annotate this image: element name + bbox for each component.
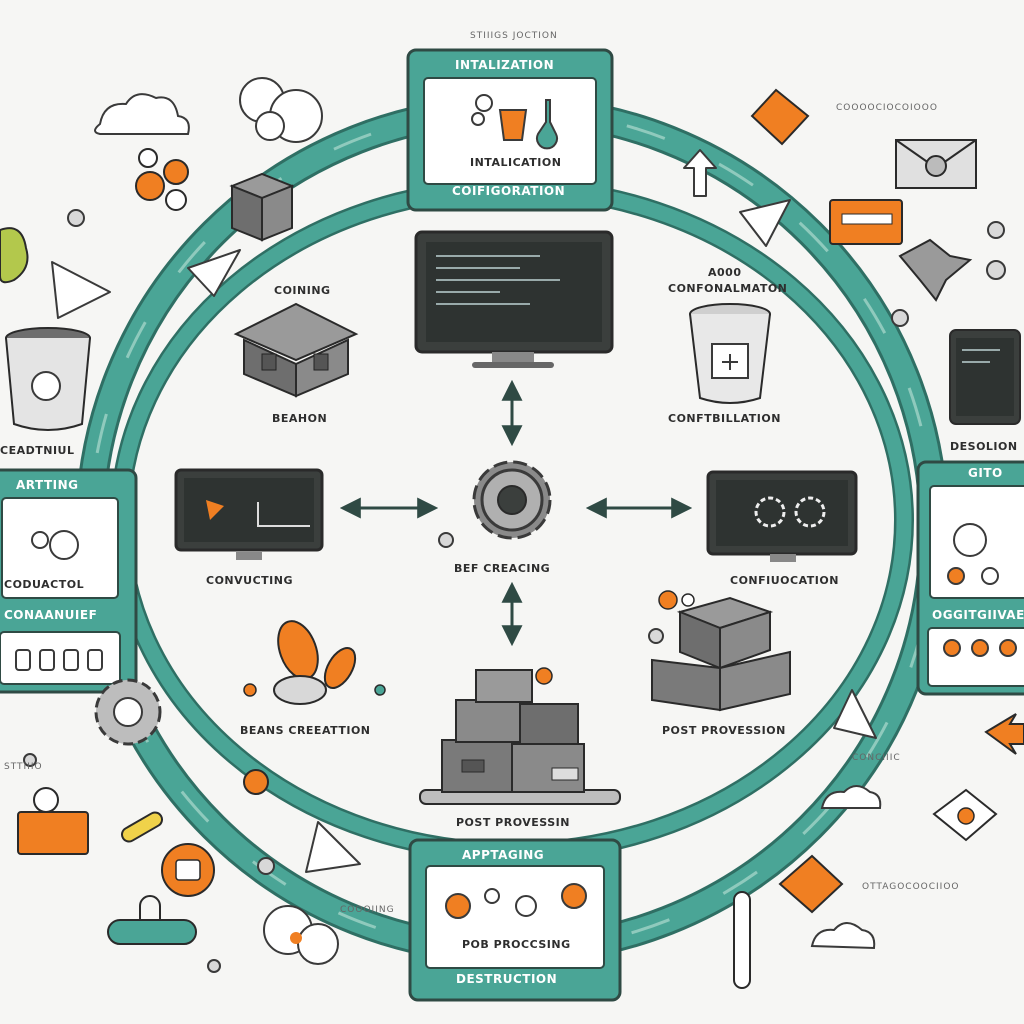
building-coining — [233, 302, 359, 398]
ring-arrows — [51, 149, 877, 873]
orange-diamond-icon — [750, 88, 810, 146]
node-configuration: CONFIUOCATION — [730, 574, 839, 587]
cloud-icon-bottom — [263, 905, 339, 965]
ring-arrow-right-lower — [833, 689, 877, 739]
ring-arrow-up — [683, 149, 717, 197]
station-left-footer: CONAANUIEF — [4, 608, 98, 622]
station-right-header: GITO — [968, 466, 1003, 480]
bean-small-icon — [121, 769, 269, 843]
monitor-top-center — [414, 230, 614, 368]
station-bottom-body: POB PROCCSING — [462, 938, 571, 951]
station-top — [406, 48, 614, 212]
station-top-header: INTALIZATION — [455, 58, 555, 72]
outer-label-right-mid: CONCIIIC — [852, 753, 901, 763]
central-gear — [472, 460, 552, 540]
station-left — [0, 468, 138, 694]
building-stack-right — [651, 590, 791, 712]
box-icon-topleft — [229, 172, 295, 242]
orange-card-icon — [829, 199, 903, 245]
station-bottom — [408, 838, 622, 1002]
station-bottom-header: APPTAGING — [462, 848, 545, 862]
orange-circle-icon — [161, 843, 215, 897]
node-post-provession: POST PROVESSION — [662, 724, 786, 737]
ring-arrow-left-top — [51, 261, 111, 319]
station-left-body: CODUACTOL — [4, 578, 85, 591]
outer-label-bottom-right: OTTAGOCOOCIIOO — [862, 882, 960, 892]
flower-icon — [135, 148, 189, 211]
ring-arrow-bottom-left — [305, 821, 361, 873]
orange-diamond-icon-2 — [778, 854, 844, 914]
node-confirmation-line2: CONFONALMATON — [668, 282, 788, 295]
gear-icon-left — [94, 678, 162, 746]
cloud-icon-bottom-right — [810, 922, 876, 950]
outer-label-left-lower: STTIIIO — [4, 762, 43, 772]
center-arrows — [339, 379, 693, 647]
star-shape-icon — [898, 238, 973, 302]
station-top-footer: COIFIGORATION — [452, 184, 566, 198]
lime-blob-icon — [0, 227, 29, 284]
tablet-icon — [949, 329, 1021, 425]
ring-arrow-top-right — [739, 199, 791, 247]
shield-icon — [932, 788, 998, 842]
cloud-icon-right — [820, 785, 882, 809]
outer-label-desolion: DESOLION — [950, 440, 1018, 453]
node-post-provessin: POST PROVESSIN — [456, 816, 570, 829]
station-right-footer: OGGITGIIVAE — [932, 608, 1024, 622]
node-conftbillation: CONFTBILLATION — [668, 412, 781, 425]
node-confirmation-line1: A000 — [708, 266, 742, 279]
bucket-left — [5, 327, 91, 431]
decorative-dots — [23, 209, 1006, 973]
beans-creation-icon — [243, 620, 386, 705]
ring-arrow-left-inner — [187, 249, 241, 297]
center-label: BEF CREACING — [454, 562, 551, 575]
station-bottom-footer: DESTRUCTION — [456, 972, 558, 986]
monitor-right — [706, 470, 858, 562]
station-top-body: INTALICATION — [470, 156, 562, 169]
node-coining: COINING — [274, 284, 331, 297]
station-top-caption: STIIIGS JOCTION — [470, 31, 558, 41]
station-right — [916, 460, 1024, 696]
building-stack-bottom — [419, 667, 621, 805]
outer-label-top-right: COOOOCIOCOIOOO — [836, 103, 938, 113]
node-beahon: BEAHON — [272, 412, 328, 425]
orange-box-icon — [17, 787, 89, 855]
station-left-header: ARTTING — [16, 478, 79, 492]
orange-arrow-icon — [984, 713, 1024, 755]
outer-label-cendtnil: CEADTNIUL — [0, 444, 75, 457]
node-beans-creation: BEANS CREEATTION — [240, 724, 371, 737]
cloud-icon-2 — [239, 77, 323, 143]
cloud-icon — [94, 93, 190, 135]
outer-label-bottom-left: COOOIING — [340, 905, 395, 915]
bone-icon — [733, 891, 751, 989]
bucket-right — [689, 303, 771, 404]
node-conducting: CONVUCTING — [206, 574, 293, 587]
envelope-icon — [895, 139, 977, 189]
monitor-left — [174, 468, 324, 560]
lock-bar-icon — [107, 895, 197, 945]
